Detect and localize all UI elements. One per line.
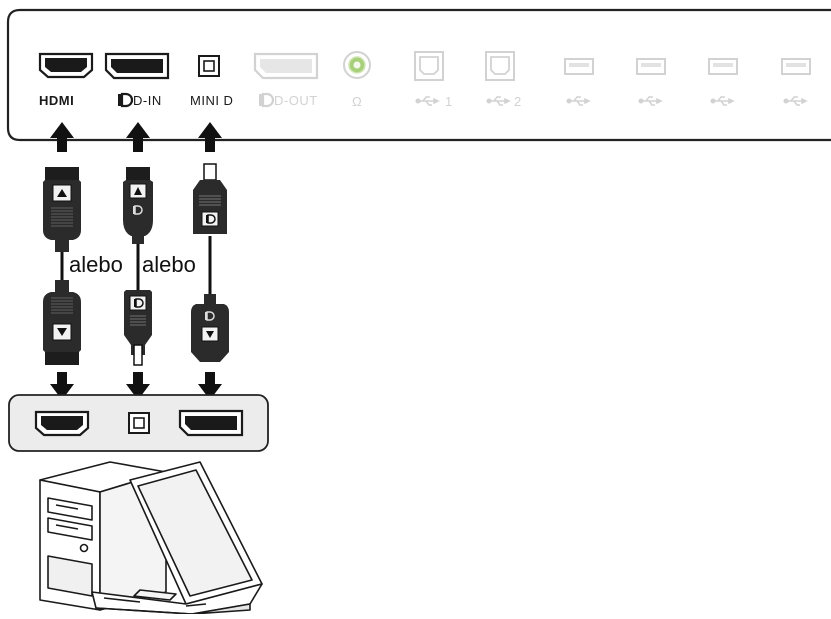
- hdmi-cable: [43, 167, 81, 365]
- or-separator-1: alebo: [68, 252, 124, 278]
- monitor-dp-out-label-glyph: [259, 92, 275, 108]
- usb-up-1-label: 1: [445, 94, 453, 109]
- mini-displayport-cable: [191, 163, 229, 362]
- desktop-tower-icon: [39, 461, 167, 611]
- computer-mini-dp-port-icon: [128, 412, 150, 434]
- laptop-icon: [91, 461, 263, 615]
- usb-a-port-2-icon: [636, 58, 666, 75]
- monitor-hdmi-label: HDMI: [39, 93, 74, 108]
- monitor-mini-dp-port-icon: [198, 55, 220, 77]
- usb-a-symbol-1-icon: [566, 96, 591, 106]
- dp-logo-top-icon: [133, 205, 143, 215]
- computer-dp-port-icon: [178, 409, 244, 437]
- headphone-label: Ω: [352, 94, 362, 109]
- arrow-up-mini-dp-icon: [198, 122, 222, 152]
- monitor-hdmi-port-icon: [38, 52, 94, 79]
- monitor-dp-in-label: D-IN: [133, 93, 162, 108]
- mini-dp-logo-top-icon: [206, 214, 216, 224]
- arrow-down-hdmi-icon: [50, 372, 74, 400]
- usb-b-port-1-icon: [414, 51, 444, 81]
- usb-a-symbol-2-icon: [638, 96, 663, 106]
- usb-symbol-1-icon: [415, 96, 440, 106]
- usb-b-port-2-icon: [485, 51, 515, 81]
- usb-a-port-4-icon: [781, 58, 811, 75]
- mini-dp-logo-bottom-icon: [205, 311, 215, 321]
- computer-hdmi-port-icon: [34, 410, 90, 437]
- arrow-up-hdmi-icon: [50, 122, 74, 152]
- headphone-jack-icon: [343, 51, 371, 79]
- dp-logo-bottom-icon: [134, 298, 144, 308]
- usb-symbol-2-icon: [486, 96, 511, 106]
- usb-up-2-label: 2: [514, 94, 522, 109]
- displayport-cable: [123, 167, 153, 366]
- monitor-mini-dp-label: MINI D: [190, 93, 233, 108]
- arrow-down-mini-dp-icon: [198, 372, 222, 400]
- monitor-dp-in-port-icon: [104, 52, 170, 80]
- arrow-up-dp-icon: [126, 122, 150, 152]
- usb-a-port-1-icon: [564, 58, 594, 75]
- usb-a-symbol-3-icon: [710, 96, 735, 106]
- monitor-dp-in-label-glyph: [118, 92, 134, 108]
- monitor-dp-out-label: D-OUT: [274, 93, 318, 108]
- usb-a-symbol-4-icon: [783, 96, 808, 106]
- usb-a-port-3-icon: [708, 58, 738, 75]
- arrow-down-dp-icon: [126, 372, 150, 400]
- monitor-dp-out-port-icon: [253, 52, 319, 80]
- or-separator-2: alebo: [141, 252, 197, 278]
